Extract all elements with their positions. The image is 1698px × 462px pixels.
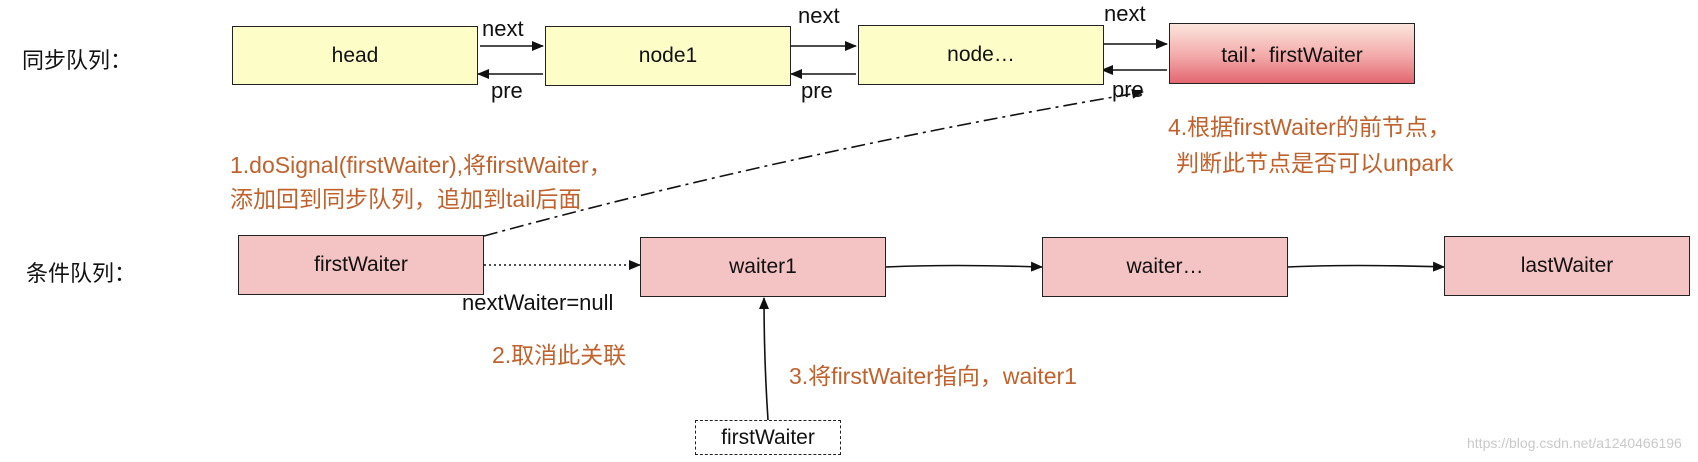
- step3-note: 3.将firstWaiter指向，waiter1: [789, 363, 1077, 389]
- head-node: head: [232, 26, 478, 85]
- waiter1-node: waiter1: [640, 237, 886, 297]
- sync-queue-label: 同步队列：: [22, 48, 133, 73]
- step2-note: 2.取消此关联: [492, 342, 627, 368]
- tail-node: tail：firstWaiter: [1169, 23, 1415, 84]
- next-label-2: next: [798, 3, 840, 28]
- step4-note-line2: 判断此节点是否可以unpark: [1176, 150, 1454, 176]
- last-waiter-node: lastWaiter: [1444, 236, 1690, 296]
- move-to-tail-arrow: [483, 88, 1144, 237]
- waiter-more-node: waiter…: [1042, 237, 1288, 297]
- pre-label-1: pre: [491, 78, 523, 103]
- pre-label-2: pre: [801, 78, 833, 103]
- first-pointer-arrow: [759, 297, 770, 421]
- next-waiter-null-label: nextWaiter=null: [462, 290, 614, 315]
- new-first-waiter-node: firstWaiter: [695, 420, 841, 455]
- pre-label-3: pre: [1112, 77, 1144, 102]
- step4-note-line1: 4.根据firstWaiter的前节点，: [1168, 114, 1451, 140]
- step1-note-line1: 1.doSignal(firstWaiter),将firstWaiter，: [230, 152, 612, 178]
- cond-arrow-waitermore-last: [1287, 261, 1445, 272]
- condition-queue-label: 条件队列：: [26, 261, 137, 286]
- cond-arrow-waiter1-waitermore: [885, 261, 1043, 272]
- first-waiter-node: firstWaiter: [238, 235, 484, 295]
- watermark: https://blog.csdn.net/a1240466196: [1467, 435, 1682, 451]
- next-label-1: next: [482, 16, 524, 41]
- node-more-node: node…: [858, 25, 1104, 85]
- node1-node: node1: [545, 26, 791, 86]
- step1-note-line2: 添加回到同步队列，追加到tail后面: [230, 186, 582, 212]
- next-label-3: next: [1104, 1, 1146, 26]
